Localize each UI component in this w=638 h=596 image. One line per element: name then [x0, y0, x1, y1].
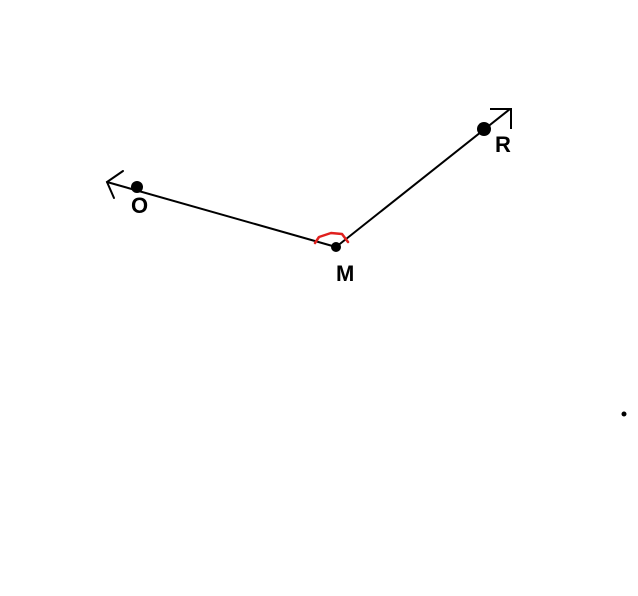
label-m: M: [336, 261, 354, 286]
angle-arc: [313, 231, 350, 245]
arrowhead-r: [490, 108, 512, 129]
point-m: [331, 242, 341, 252]
arrowhead-o: [105, 170, 124, 199]
stray-dot: [621, 411, 627, 417]
point-r: [477, 122, 491, 136]
point-o: [131, 181, 143, 193]
label-o: O: [131, 193, 148, 218]
label-r: R: [495, 132, 511, 157]
ray-mo: [106, 181, 337, 248]
